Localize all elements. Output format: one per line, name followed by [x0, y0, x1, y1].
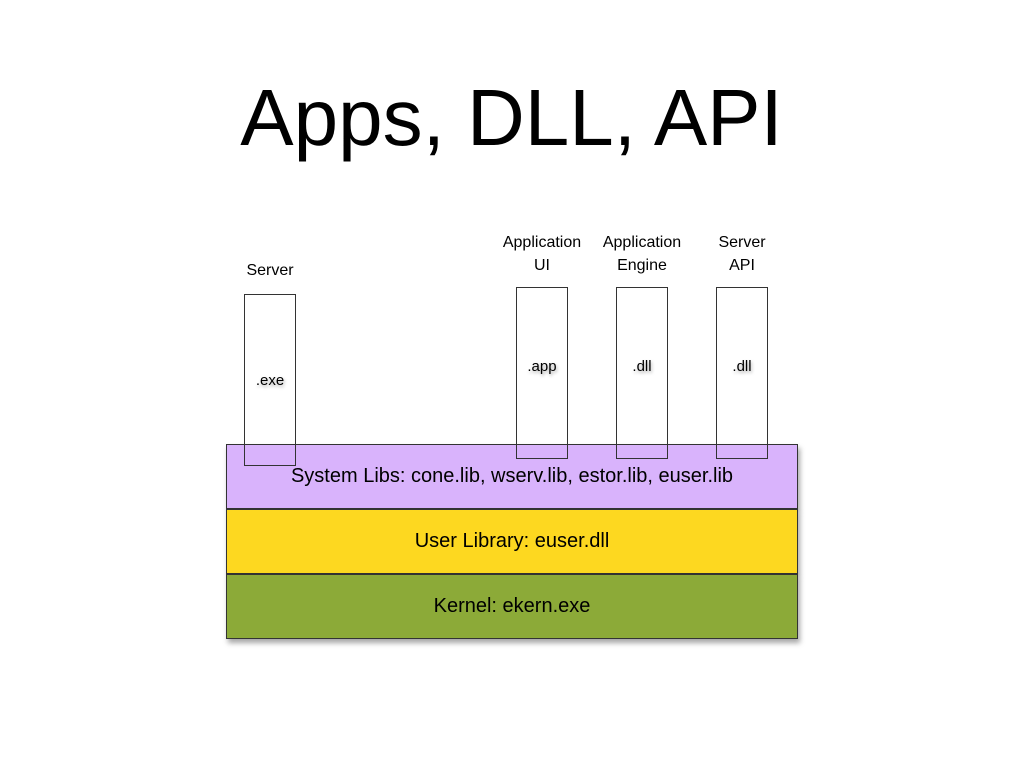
system-libs-label: System Libs: cone.lib, wserv.lib, estor.… — [290, 465, 734, 487]
server-api-dll-label: .dll — [732, 357, 752, 375]
application-ui-app-box: .app — [516, 287, 568, 459]
server-api-label: Server API — [718, 234, 766, 274]
server-api-dll-box: .dll — [716, 287, 768, 459]
kernel-layer: Kernel: ekern.exe — [226, 574, 798, 639]
application-engine-dll-label: .dll — [632, 357, 652, 375]
slide-title: Apps, DLL, API — [240, 73, 783, 162]
application-ui-label: Application UI — [502, 234, 582, 274]
system-libs-layer: System Libs: cone.lib, wserv.lib, estor.… — [226, 444, 798, 509]
application-engine-label: Application Engine — [602, 234, 682, 274]
user-library-layer: User Library: euser.dll — [226, 509, 798, 574]
kernel-label: Kernel: ekern.exe — [433, 595, 591, 617]
server-exe-box: .exe — [244, 294, 296, 466]
user-library-label: User Library: euser.dll — [414, 530, 610, 552]
server-label: Server — [246, 262, 294, 279]
application-ui-app-label: .app — [527, 357, 557, 375]
server-exe-label: .exe — [255, 371, 285, 389]
application-engine-dll-box: .dll — [616, 287, 668, 459]
